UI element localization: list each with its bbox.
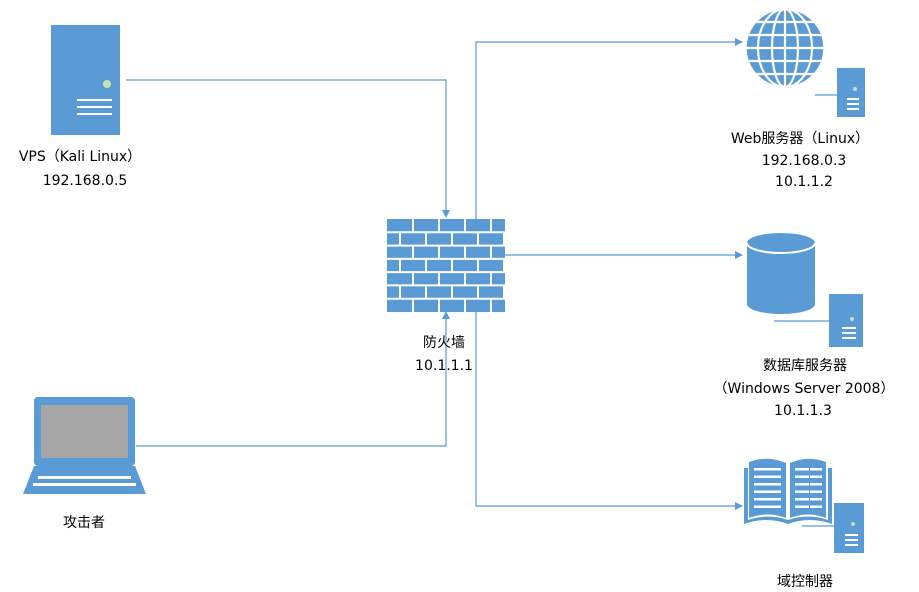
dc-name-label: 域控制器 — [777, 574, 833, 590]
web-ip2-label: 10.1.1.2 — [775, 174, 833, 190]
connector-firewall-dc — [475, 312, 743, 510]
firewall-ip-label: 10.1.1.1 — [415, 358, 473, 374]
firewall-brick-icon — [387, 219, 505, 312]
laptop-icon — [23, 397, 146, 494]
db-name-label: 数据库服务器 — [763, 358, 847, 374]
firewall-name-label: 防火墙 — [423, 335, 465, 351]
connector-attacker-firewall — [136, 311, 450, 447]
db-os-label: （Windows Server 2008） — [713, 381, 895, 397]
vps-ip-label: 192.168.0.5 — [42, 173, 128, 189]
connector-firewall-web — [475, 38, 743, 222]
web-name-label: Web服务器（Linux） — [730, 131, 870, 147]
web-ip1-label: 192.168.0.3 — [761, 153, 847, 169]
globe-server-icon — [745, 8, 865, 117]
directory-server-icon — [744, 458, 864, 553]
vps-name-label: VPS（Kali Linux） — [18, 149, 142, 165]
attacker-name-label: 攻击者 — [63, 515, 105, 531]
db-ip-label: 10.1.1.3 — [774, 403, 832, 419]
database-server-icon — [746, 233, 863, 347]
connector-vps-firewall — [126, 79, 450, 218]
server-tower-icon — [51, 25, 120, 135]
